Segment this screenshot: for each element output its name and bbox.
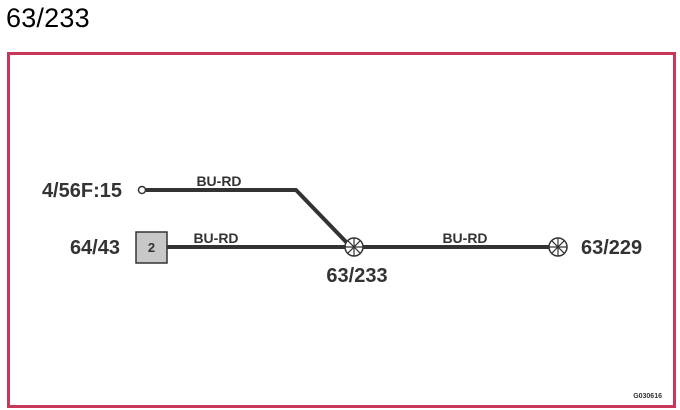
connector-label-top-left: 4/56F:15 [42, 180, 122, 202]
figure-code: G030616 [633, 393, 662, 400]
wire-label-bottom-left: BU-RD [193, 230, 238, 246]
page-title: 63/233 [6, 3, 90, 33]
wire-label-right: BU-RD [442, 230, 487, 246]
connector-box-label: 2 [148, 240, 155, 255]
connector-label-center: 63/233 [326, 265, 387, 287]
wire-top [146, 188, 352, 248]
splice-point-center-icon [344, 237, 364, 257]
diagram-frame [7, 52, 676, 408]
splice-point-right-icon [548, 237, 568, 257]
terminal-open-circle-icon [137, 185, 147, 195]
wire-label-top: BU-RD [196, 173, 241, 189]
connector-box [135, 231, 168, 264]
connector-label-left: 64/43 [70, 237, 120, 259]
connector-label-right: 63/229 [581, 237, 642, 259]
